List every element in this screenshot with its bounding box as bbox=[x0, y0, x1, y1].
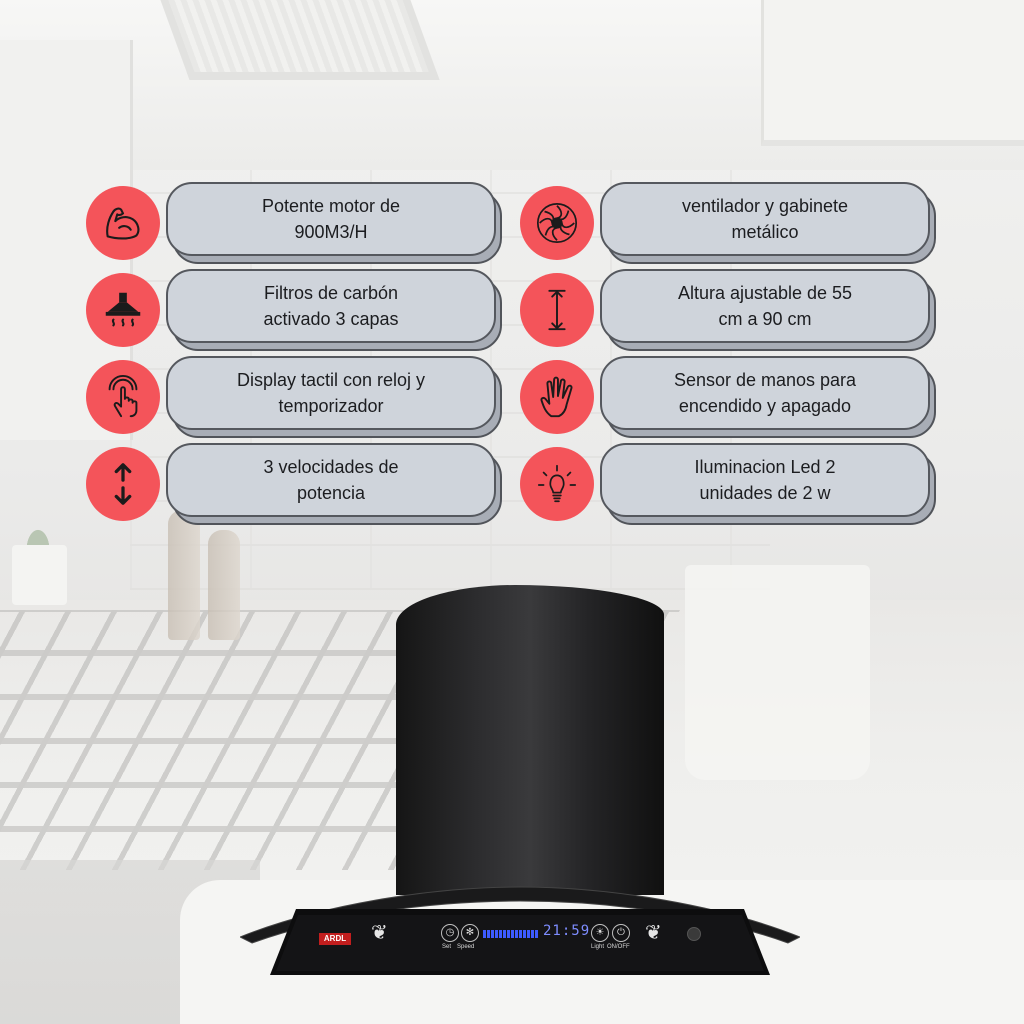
light-button[interactable]: ☀ bbox=[591, 924, 609, 942]
ceiling-vent bbox=[160, 0, 440, 80]
feature-label: Sensor de manos para encendido y apagado bbox=[600, 356, 930, 430]
feature-label: Filtros de carbón activado 3 capas bbox=[166, 269, 496, 343]
plant-pot bbox=[12, 545, 67, 605]
feature-label: Display tactil con reloj y temporizador bbox=[166, 356, 496, 430]
speed-button[interactable]: ✻ bbox=[461, 924, 479, 942]
pepper-mill bbox=[168, 510, 200, 640]
light-label: Light bbox=[591, 944, 605, 950]
range-hood-product: ARDL ❦ ◷ Set ✻ Speed 21:59 ☀ Light ⏻ ON/… bbox=[240, 585, 800, 985]
hood-chimney bbox=[396, 585, 664, 895]
feature-label: ventilador y gabinete metálico bbox=[600, 182, 930, 256]
hand-icon bbox=[520, 360, 594, 434]
speed-level-bars bbox=[483, 930, 539, 938]
salt-mill bbox=[208, 530, 240, 640]
plant-leaves bbox=[18, 515, 58, 550]
set-label: Set bbox=[442, 944, 452, 950]
power-label: ON/OFF bbox=[607, 944, 630, 950]
height-arrow-icon bbox=[520, 273, 594, 347]
sensor-knob bbox=[687, 927, 701, 941]
power-button[interactable]: ⏻ bbox=[612, 924, 630, 942]
feature-label: Potente motor de 900M3/H bbox=[166, 182, 496, 256]
flexed-arm-icon bbox=[86, 186, 160, 260]
feature-label: Altura ajustable de 55 cm a 90 cm bbox=[600, 269, 930, 343]
brand-logo: ARDL bbox=[319, 933, 351, 945]
upper-cabinet bbox=[761, 0, 1024, 146]
fan-turbine-icon bbox=[520, 186, 594, 260]
feature-label: 3 velocidades de potencia bbox=[166, 443, 496, 517]
touch-finger-icon bbox=[86, 360, 160, 434]
utensil-pot bbox=[685, 565, 870, 780]
control-panel: ARDL ❦ ◷ Set ✻ Speed 21:59 ☀ Light ⏻ ON/… bbox=[315, 913, 735, 963]
range-hood-icon bbox=[86, 273, 160, 347]
feature-label: Iluminacion Led 2 unidades de 2 w bbox=[600, 443, 930, 517]
decorative-swirl-icon: ❦ bbox=[645, 922, 662, 944]
clock-display: 21:59 bbox=[543, 923, 591, 939]
speed-label: Speed bbox=[457, 944, 475, 950]
set-button[interactable]: ◷ bbox=[441, 924, 459, 942]
light-bulb-icon bbox=[520, 447, 594, 521]
decorative-swirl-icon: ❦ bbox=[371, 922, 388, 944]
hood-glass-canopy bbox=[240, 875, 800, 985]
up-down-arrows-icon bbox=[86, 447, 160, 521]
